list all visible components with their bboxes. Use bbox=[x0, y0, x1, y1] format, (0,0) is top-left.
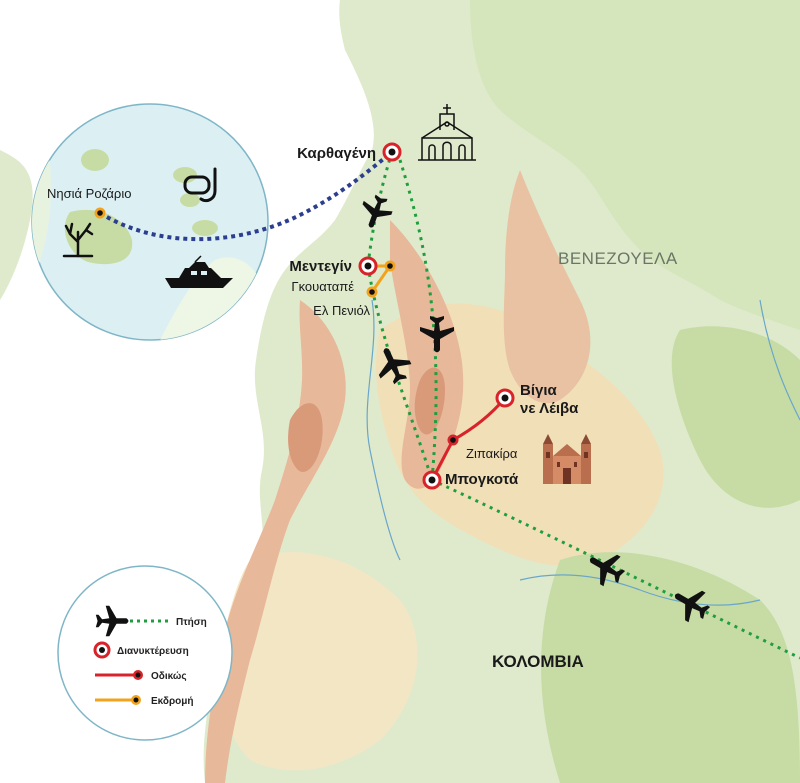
river bbox=[759, 299, 800, 421]
label-villa-de-leyva-line2: νε Λέιβα bbox=[520, 400, 579, 417]
land-green-patch bbox=[541, 552, 800, 783]
label-guatape: Γκουαταπέ bbox=[291, 279, 354, 294]
flight-cartagena-medellin bbox=[366, 151, 394, 267]
marker-medellin bbox=[358, 256, 378, 276]
island bbox=[180, 193, 200, 207]
land-panama bbox=[0, 150, 33, 300]
legend-overnight: Διανυκτέρευση bbox=[93, 641, 189, 659]
island bbox=[81, 149, 109, 171]
overnight-markers bbox=[358, 142, 515, 490]
cathedral-icon bbox=[543, 434, 591, 484]
marker-el-penol bbox=[366, 286, 378, 298]
church-icon bbox=[418, 104, 476, 161]
boat-route bbox=[98, 150, 394, 242]
island bbox=[192, 220, 218, 236]
label-venezuela: ΒΕΝΕΖΟΥΕΛΑ bbox=[558, 249, 678, 268]
mountain-range-east bbox=[503, 170, 591, 404]
legend-road: Οδικώς bbox=[95, 670, 187, 682]
label-rosario: Νησιά Ροζάριο bbox=[47, 186, 131, 201]
flight-bogota-cartagena bbox=[398, 159, 438, 481]
label-cartagena: Καρθαγένη bbox=[297, 145, 376, 162]
mountain-range-central bbox=[390, 220, 464, 489]
coral-icon bbox=[62, 222, 94, 258]
stop-markers bbox=[94, 207, 459, 446]
river bbox=[366, 299, 401, 561]
flight-bogota-departure bbox=[431, 478, 800, 660]
marker-villa-de-leyva bbox=[495, 388, 515, 408]
label-medellin: Μεντεγίν bbox=[289, 258, 352, 275]
legend: Πτήση Διανυκτέρευση Οδικώς Εκδρομή bbox=[57, 565, 233, 741]
land-venezuela bbox=[470, 0, 800, 330]
mountain-peak bbox=[414, 367, 445, 435]
yacht-icon bbox=[165, 255, 233, 288]
river bbox=[519, 574, 761, 606]
label-villa-de-leyva-line1: Βίγια bbox=[520, 382, 558, 399]
legend-excursion-label: Εκδρομή bbox=[151, 696, 194, 707]
marker-rosario bbox=[94, 207, 106, 219]
legend-excursion: Εκδρομή bbox=[95, 695, 194, 707]
legend-background bbox=[57, 565, 233, 741]
marker-zipaquira bbox=[447, 434, 459, 446]
legend-flight-label: Πτήση bbox=[176, 617, 207, 628]
legend-overnight-label: Διανυκτέρευση bbox=[117, 646, 189, 657]
label-el-penol: Ελ Πενιόλ bbox=[313, 303, 370, 318]
label-bogota: Μπογκοτά bbox=[445, 471, 519, 488]
label-colombia: ΚΟΛΟΜΒΙΑ bbox=[492, 652, 584, 671]
marker-cartagena bbox=[382, 142, 402, 162]
mountain-peak bbox=[288, 403, 323, 472]
label-zipaquira: Ζιπακίρα bbox=[466, 446, 518, 461]
land-plateau bbox=[220, 552, 418, 771]
legend-road-label: Οδικώς bbox=[151, 671, 187, 682]
snorkel-icon bbox=[183, 167, 217, 203]
marker-guatape bbox=[384, 260, 396, 272]
legend-flight: Πτήση bbox=[95, 605, 207, 637]
marker-bogota bbox=[422, 470, 442, 490]
island bbox=[173, 167, 197, 183]
land-green-patch bbox=[671, 326, 800, 508]
